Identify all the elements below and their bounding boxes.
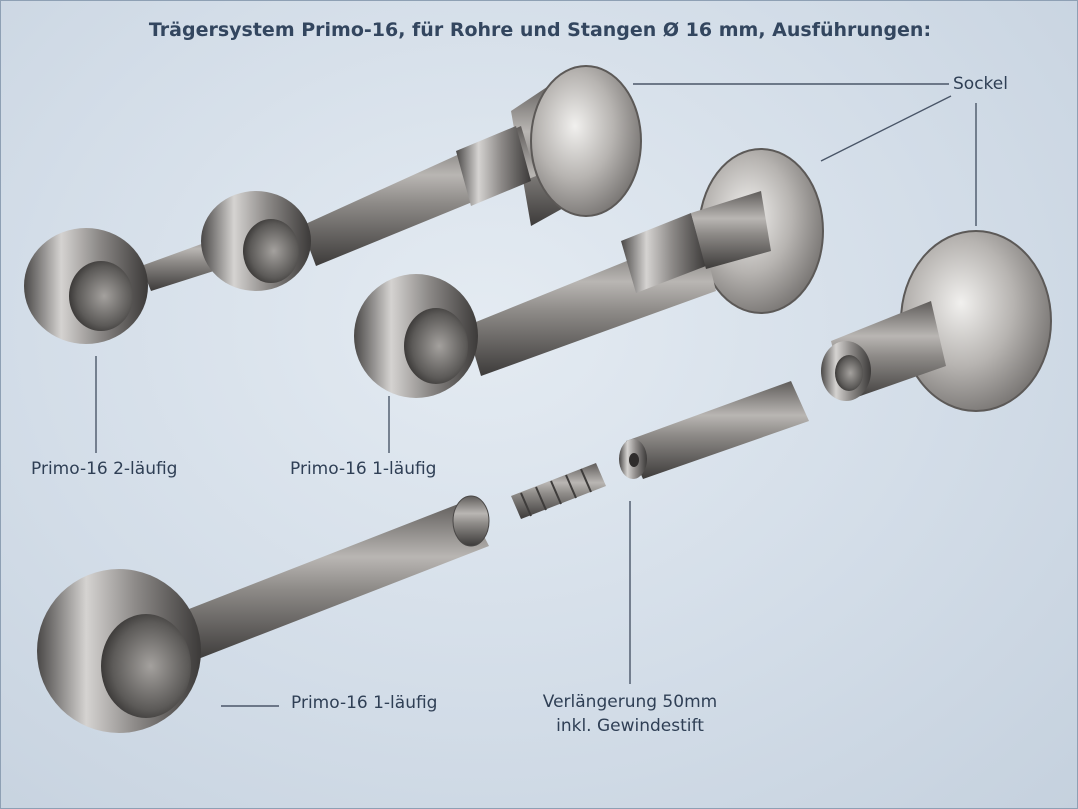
page-title: Trägersystem Primo-16, für Rohre und Sta… xyxy=(148,19,932,41)
single-bracket-top xyxy=(354,148,824,398)
label-sockel: Sockel xyxy=(953,74,1008,94)
double-bracket xyxy=(24,65,642,344)
leader-lines xyxy=(95,83,977,707)
extension-rod xyxy=(511,381,809,519)
sockel-stub xyxy=(821,230,1052,412)
label-extension-line2: inkl. Gewindestift xyxy=(556,716,704,736)
label-single-bracket-top: Primo-16 1-läufig xyxy=(290,459,437,479)
label-extension-line1: Verlängerung 50mm xyxy=(542,692,718,712)
label-single-bracket-bottom: Primo-16 1-läufig xyxy=(291,693,438,713)
label-double-bracket: Primo-16 2-läufig xyxy=(31,459,178,479)
label-extension: Verlängerung 50mm inkl. Gewindestift xyxy=(530,690,730,738)
single-bracket-bottom xyxy=(37,495,490,733)
